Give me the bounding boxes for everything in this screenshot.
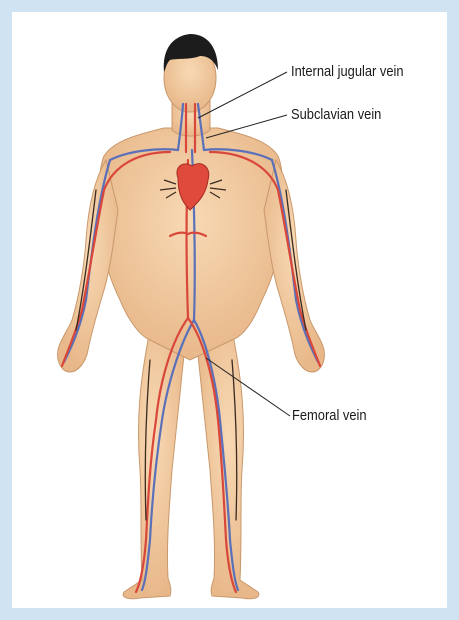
left-leg [123, 330, 184, 599]
label-subclavian-vein: Subclavian vein [291, 106, 381, 123]
label-femoral-vein: Femoral vein [292, 407, 367, 424]
left-arm [58, 160, 118, 372]
leader-subclavian [206, 115, 287, 138]
label-internal-jugular-vein: Internal jugular vein [291, 63, 404, 80]
right-arm [264, 160, 324, 372]
